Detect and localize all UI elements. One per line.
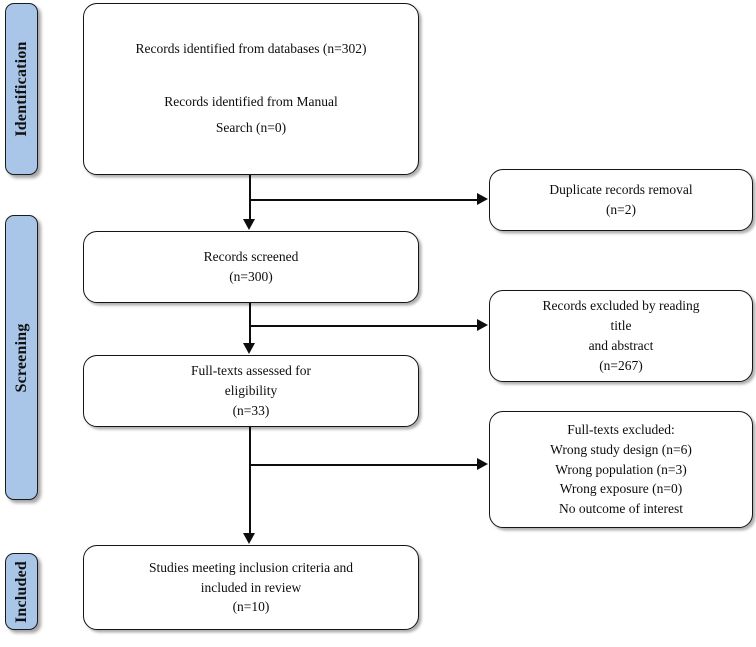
stage-label-identification: Identification (12, 41, 30, 137)
box-records-screened-text: Records screened (n=300) (203, 249, 299, 284)
connector-arrowhead-right-excluded (477, 318, 488, 331)
box-records-screened: Records screened (n=300) (83, 231, 419, 303)
box-full-texts-assessed: Full-texts assessed for eligibility (n=3… (83, 355, 419, 427)
connector-arrowhead-right-full-texts-excluded (477, 457, 488, 470)
stage-bar-screening: Screening (5, 215, 38, 500)
box-studies-included-text: Studies meeting inclusion criteria and i… (149, 559, 353, 615)
stage-bar-identification: Identification (5, 3, 38, 175)
box-duplicates-removed-text: Duplicate records removal (n=2) (549, 182, 693, 217)
stage-bar-included: Included (5, 553, 38, 630)
box-full-texts-assessed-text: Full-texts assessed for eligibility (n=3… (191, 363, 311, 418)
connector-vline-3 (249, 427, 252, 534)
box-records-identified-text: Records identified from databases (n=302… (135, 41, 367, 136)
box-studies-included: Studies meeting inclusion criteria and i… (83, 545, 419, 630)
box-records-identified: Records identified from databases (n=302… (83, 3, 419, 175)
box-duplicates-removed: Duplicate records removal (n=2) (489, 169, 753, 231)
box-full-texts-excluded-text: Full-texts excluded: Wrong study design … (550, 421, 692, 517)
box-full-texts-excluded: Full-texts excluded: Wrong study design … (489, 411, 753, 528)
connector-vline-1 (249, 175, 252, 220)
box-records-excluded-text: Records excluded by reading title and ab… (542, 298, 700, 373)
connector-hline-excluded (249, 325, 478, 328)
connector-arrowhead-down-1 (242, 219, 255, 230)
connector-vline-2 (249, 303, 252, 344)
connector-hline-duplicates (249, 199, 478, 202)
stage-label-included: Included (12, 560, 30, 623)
box-records-excluded: Records excluded by reading title and ab… (489, 290, 753, 382)
connector-arrowhead-down-3 (242, 533, 255, 544)
connector-hline-full-texts-excluded (249, 464, 478, 467)
connector-arrowhead-down-2 (242, 343, 255, 354)
connector-arrowhead-right-duplicates (477, 192, 488, 205)
stage-label-screening: Screening (12, 322, 30, 393)
